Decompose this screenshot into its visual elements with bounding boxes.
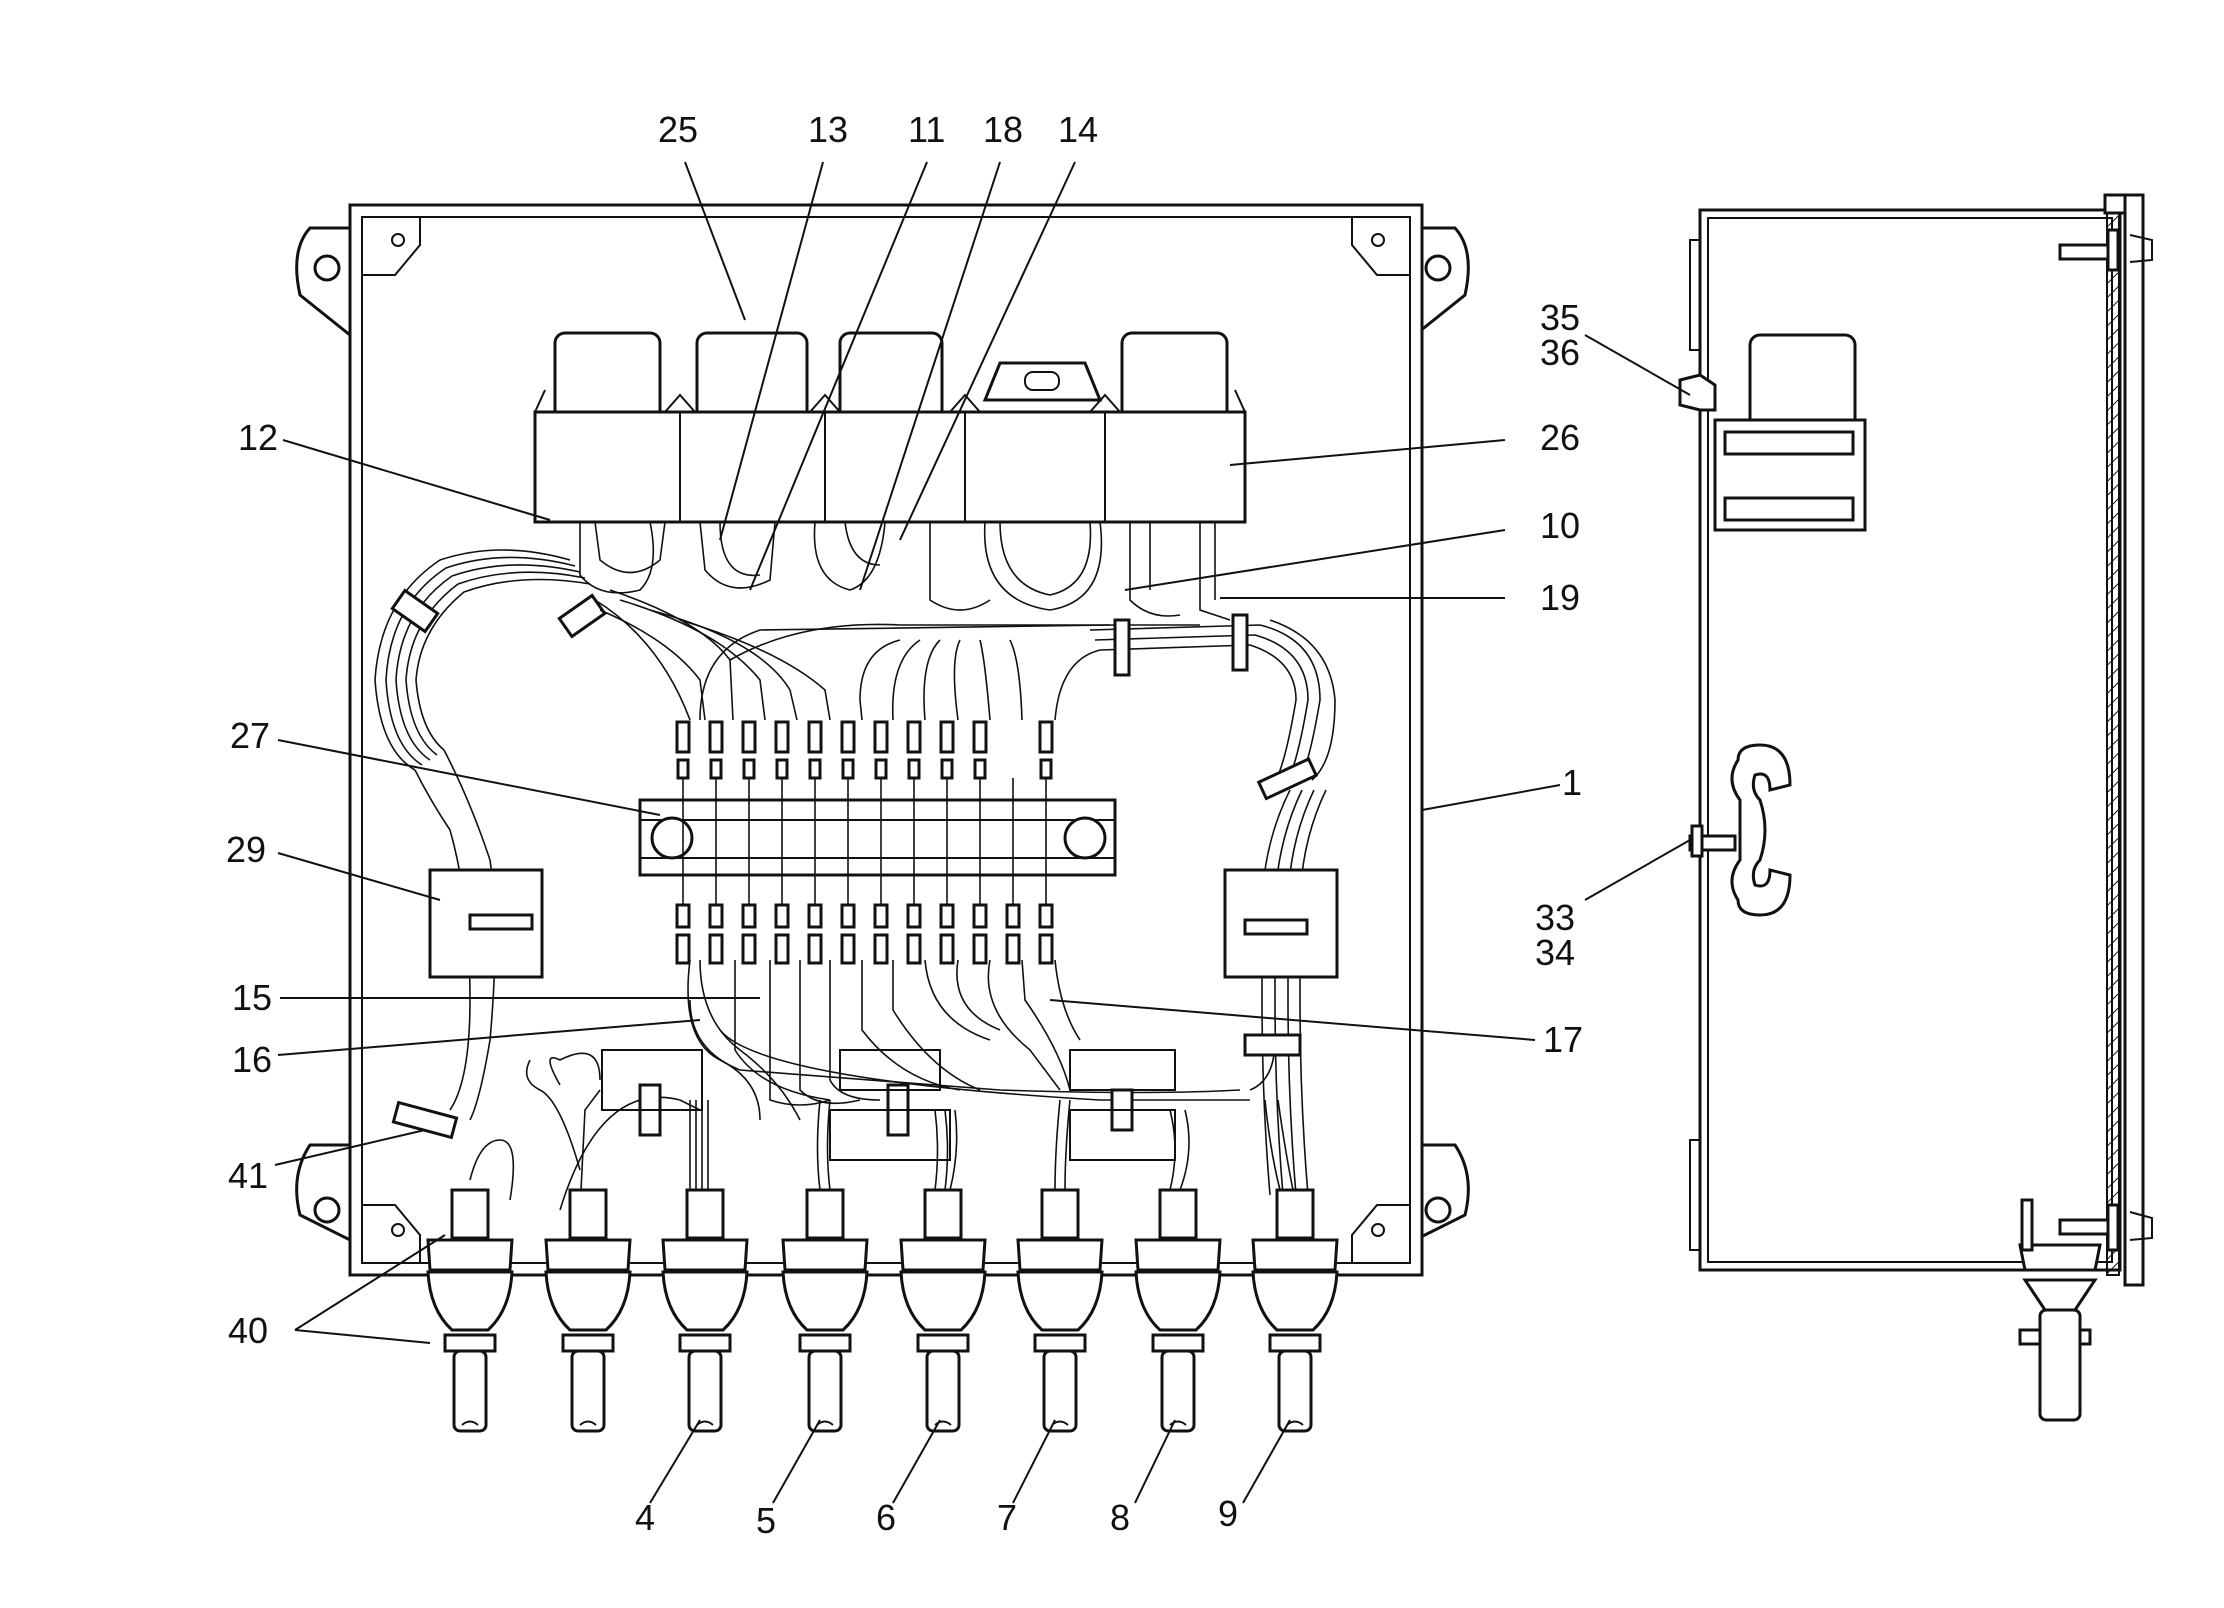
terminal-lug-bottom bbox=[840, 933, 856, 965]
cable-gland bbox=[544, 1188, 632, 1433]
cable-gland bbox=[661, 1188, 749, 1433]
terminal-ferrule-top bbox=[775, 758, 789, 780]
callout-25: 25 bbox=[658, 109, 699, 150]
terminal-lug-top bbox=[807, 720, 823, 754]
terminal-lug-bottom bbox=[774, 933, 790, 965]
callout-17: 17 bbox=[1543, 1019, 1584, 1060]
terminal-lug-top bbox=[873, 720, 889, 754]
terminal-ferrule-bottom bbox=[807, 903, 823, 929]
terminal-lug-bottom bbox=[1005, 933, 1021, 965]
terminal-ferrule-top bbox=[874, 758, 888, 780]
cable-gland bbox=[1251, 1188, 1339, 1433]
terminal-strip bbox=[638, 720, 1117, 965]
callout-4: 4 bbox=[635, 1497, 656, 1538]
lower-terminal-wires bbox=[391, 959, 1302, 1211]
cable-gland bbox=[1134, 1188, 1222, 1433]
relay-wire-loops bbox=[579, 521, 1231, 621]
terminal-ferrule-bottom bbox=[708, 903, 724, 929]
enclosure-side-view bbox=[1678, 193, 2153, 1422]
terminal-lug-top bbox=[708, 720, 724, 754]
terminal-lug-bottom bbox=[807, 933, 823, 965]
callout-9: 9 bbox=[1218, 1493, 1239, 1534]
terminal-lug-top bbox=[741, 720, 757, 754]
cable-gland bbox=[781, 1188, 869, 1433]
callout-41: 41 bbox=[228, 1155, 269, 1196]
terminal-lug-top bbox=[1038, 720, 1054, 754]
callout-1: 1 bbox=[1562, 762, 1583, 803]
terminal-lug-top bbox=[840, 720, 856, 754]
callout-11: 11 bbox=[908, 109, 946, 150]
terminal-ferrule-bottom bbox=[1038, 903, 1054, 929]
callout-10: 10 bbox=[1540, 505, 1581, 546]
leader-lines bbox=[274, 161, 1691, 1504]
callout-29: 29 bbox=[226, 829, 267, 870]
terminal-lug-top bbox=[774, 720, 790, 754]
terminal-lug-top bbox=[972, 720, 988, 754]
terminal-ferrule-bottom bbox=[972, 903, 988, 929]
terminal-ferrule-bottom bbox=[873, 903, 889, 929]
terminal-ferrule-top bbox=[973, 758, 987, 780]
callout-33: 33 bbox=[1535, 897, 1576, 938]
terminal-lug-bottom bbox=[741, 933, 757, 965]
terminal-lug-top bbox=[675, 720, 691, 754]
callout-8: 8 bbox=[1110, 1497, 1131, 1538]
terminal-lug-top bbox=[939, 720, 955, 754]
terminal-ferrule-top bbox=[709, 758, 723, 780]
terminal-ferrule-bottom bbox=[741, 903, 757, 929]
terminal-lug-bottom bbox=[873, 933, 889, 965]
callout-5: 5 bbox=[756, 1500, 777, 1541]
terminal-lug-bottom bbox=[1038, 933, 1054, 965]
upper-terminal-wires bbox=[594, 589, 1336, 1196]
terminal-lug-bottom bbox=[972, 933, 988, 965]
terminal-ferrule-top bbox=[907, 758, 921, 780]
callout-40: 40 bbox=[228, 1310, 269, 1351]
terminal-ferrule-bottom bbox=[939, 903, 955, 929]
terminal-lug-bottom bbox=[708, 933, 724, 965]
relay-module bbox=[533, 331, 1247, 524]
terminal-ferrule-bottom bbox=[906, 903, 922, 929]
terminal-ferrule-bottom bbox=[1005, 903, 1021, 929]
terminal-ferrule-bottom bbox=[774, 903, 790, 929]
callout-7: 7 bbox=[997, 1497, 1018, 1538]
cable-glands bbox=[426, 1188, 1339, 1433]
callout-16: 16 bbox=[232, 1039, 273, 1080]
callout-14: 14 bbox=[1058, 109, 1099, 150]
callout-18: 18 bbox=[983, 109, 1024, 150]
cable-gland bbox=[899, 1188, 987, 1433]
callout-27: 27 bbox=[230, 715, 271, 756]
terminal-ferrule-top bbox=[841, 758, 855, 780]
terminal-lug-bottom bbox=[939, 933, 955, 965]
terminal-ferrule-top bbox=[742, 758, 756, 780]
callout-36: 36 bbox=[1540, 332, 1581, 373]
terminal-ferrule-top bbox=[940, 758, 954, 780]
terminal-ferrule-bottom bbox=[840, 903, 856, 929]
callout-34: 34 bbox=[1535, 932, 1576, 973]
callout-6: 6 bbox=[876, 1497, 897, 1538]
terminal-ferrule-top bbox=[676, 758, 690, 780]
terminal-lug-bottom bbox=[675, 933, 691, 965]
terminal-lug-bottom bbox=[906, 933, 922, 965]
terminal-ferrule-top bbox=[1039, 758, 1053, 780]
callout-12: 12 bbox=[238, 417, 279, 458]
enclosure-front-view bbox=[295, 203, 1470, 1433]
callout-26: 26 bbox=[1540, 417, 1581, 458]
terminal-ferrule-bottom bbox=[675, 903, 691, 929]
cable-gland bbox=[1016, 1188, 1104, 1433]
mounting-lugs bbox=[295, 226, 1470, 1243]
callout-15: 15 bbox=[232, 977, 273, 1018]
cable-gland bbox=[426, 1188, 514, 1433]
callout-35: 35 bbox=[1540, 297, 1581, 338]
terminal-lug-top bbox=[906, 720, 922, 754]
callout-19: 19 bbox=[1540, 577, 1581, 618]
terminal-ferrule-top bbox=[808, 758, 822, 780]
callout-13: 13 bbox=[808, 109, 849, 150]
